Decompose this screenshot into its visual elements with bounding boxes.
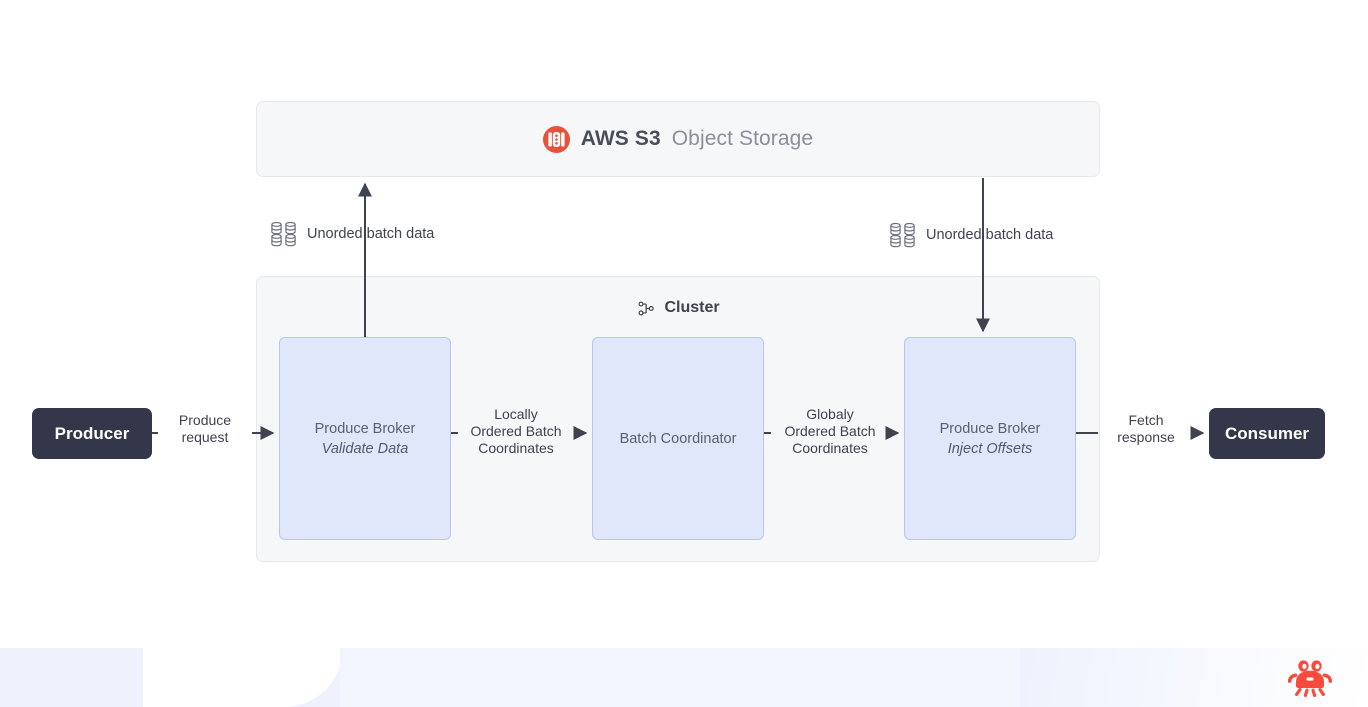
node-title: Batch Coordinator	[619, 430, 737, 447]
edge-label-line: Locally	[494, 406, 538, 422]
node-title: Produce Broker	[939, 420, 1041, 437]
database-grid-icon	[890, 222, 915, 248]
node-produce-broker-inject[interactable]: Produce Broker Inject Offsets	[904, 337, 1076, 540]
edge-label-line: Coordinates	[792, 440, 868, 456]
footer-shape-center	[340, 648, 1020, 707]
edge-label-line: request	[181, 429, 229, 445]
endpoint-consumer-label: Consumer	[1224, 423, 1310, 443]
edge-label-locally-ordered-batch-coordinates: Locally Ordered Batch Coordinates	[460, 406, 572, 457]
edge-label-globaly-ordered-batch-coordinates: Globaly Ordered Batch Coordinates	[773, 406, 887, 457]
edge-label-fetch-response: Fetch response	[1100, 412, 1192, 446]
aws-s3-panel: AWS S3 Object Storage	[256, 101, 1100, 177]
endpoint-consumer[interactable]: Consumer	[1209, 408, 1325, 459]
flow-label-unordered-batch-left: Unorded batch data	[270, 221, 434, 247]
edge-label-line: Produce	[178, 412, 232, 428]
footer-band	[0, 648, 1368, 707]
database-grid-icon	[271, 221, 296, 247]
aws-s3-brand: AWS S3	[580, 127, 661, 150]
node-produce-broker-validate[interactable]: Produce Broker Validate Data	[279, 337, 451, 540]
edge-label-produce-request: Produce request	[160, 412, 250, 446]
footer-shape-left	[143, 648, 343, 707]
cluster-network-icon	[638, 301, 655, 315]
flow-label-text: Unorded batch data	[307, 226, 435, 242]
aws-s3-title: AWS S3 Object Storage	[542, 125, 814, 153]
flow-label-unordered-batch-right: Unorded batch data	[889, 222, 1053, 248]
aws-s3-subtitle: Object Storage	[671, 127, 814, 150]
node-subtitle: Validate Data	[321, 440, 409, 457]
edge-label-line: Ordered Batch	[784, 423, 876, 439]
edge-label-line: Globaly	[806, 406, 854, 422]
crab-logo	[1288, 660, 1332, 697]
endpoint-producer-label: Producer	[54, 423, 130, 443]
edge-label-line: response	[1117, 429, 1175, 445]
edge-label-line: Coordinates	[478, 440, 554, 456]
edge-label-line: Ordered Batch	[470, 423, 562, 439]
cluster-title: Cluster	[257, 299, 1101, 317]
cluster-title-label: Cluster	[664, 299, 720, 316]
aws-s3-icon	[542, 125, 570, 153]
node-title: Produce Broker	[314, 420, 416, 437]
endpoint-producer[interactable]: Producer	[32, 408, 152, 459]
node-subtitle: Inject Offsets	[947, 440, 1033, 457]
flow-label-text: Unorded batch data	[926, 227, 1054, 243]
edge-label-line: Fetch	[1128, 412, 1164, 428]
node-batch-coordinator[interactable]: Batch Coordinator	[592, 337, 764, 540]
